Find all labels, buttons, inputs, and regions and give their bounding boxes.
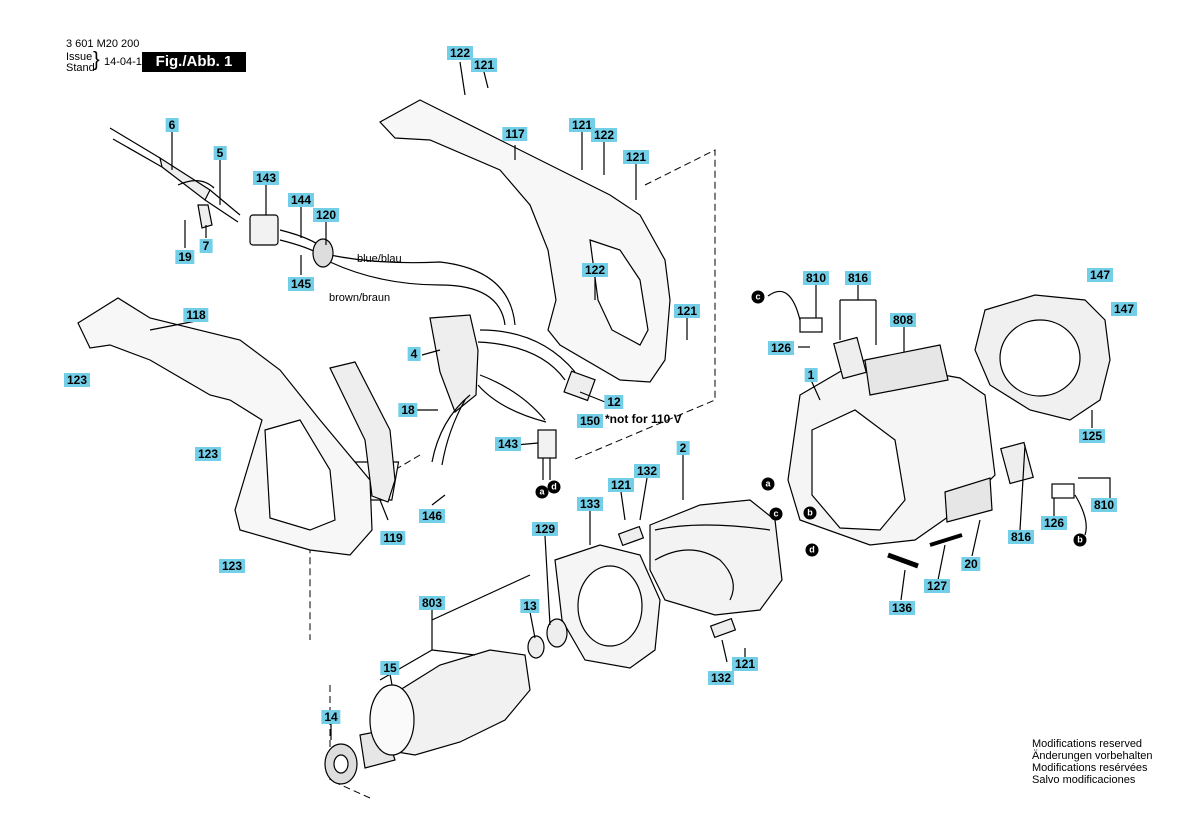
- modifications-line-fr: Modifications resérvées: [1032, 762, 1148, 774]
- part-callout: 126: [1040, 516, 1068, 530]
- part-callout: 125: [1078, 429, 1106, 443]
- part-callout: 132: [633, 464, 661, 478]
- part-callout: 123: [194, 447, 222, 461]
- part-callout: 126: [767, 341, 795, 355]
- part-callout: 13: [520, 599, 540, 613]
- connector-d: d: [547, 480, 561, 494]
- part-callout: 123: [218, 559, 246, 573]
- wire-label-blue: blue/blau: [357, 253, 402, 265]
- part-callout: 133: [576, 497, 604, 511]
- part-callout: 122: [581, 263, 609, 277]
- document-number: 3 601 M20 200: [66, 38, 140, 50]
- connector-a: a: [761, 477, 775, 491]
- part-callout: 143: [494, 437, 522, 451]
- part-callout: 117: [502, 127, 528, 141]
- wire-label-brown: brown/braun: [329, 292, 391, 304]
- stand-label: Stand: [66, 62, 95, 74]
- part-callout: 120: [312, 208, 340, 222]
- part-callout: 121: [622, 150, 650, 164]
- part-callout: 127: [923, 579, 951, 593]
- modifications-line-es: Salvo modificaciones: [1032, 774, 1136, 786]
- part-callout: 146: [418, 509, 446, 523]
- part-callout: 122: [446, 46, 474, 60]
- part-callout: 816: [1007, 530, 1035, 544]
- modifications-notice: Modifications reserved Änderungen vorbeh…: [1032, 738, 1152, 786]
- part-callout: 121: [673, 304, 701, 318]
- part-callout: 121: [607, 478, 635, 492]
- part-callout: 132: [707, 671, 735, 685]
- part-callout: 147: [1110, 302, 1138, 316]
- part-callout: 7: [199, 239, 213, 253]
- part-callout: 150: [576, 414, 604, 428]
- part-callout: 129: [531, 522, 559, 536]
- part-callout: 19: [175, 250, 195, 264]
- figure-title: Fig./Abb. 1: [142, 52, 246, 72]
- part-callout: 144: [287, 193, 315, 207]
- part-callout: 810: [802, 271, 830, 285]
- part-callout: 143: [252, 171, 280, 185]
- connector-c: c: [769, 507, 783, 521]
- part-callout: 147: [1086, 268, 1114, 282]
- part-callout: 14: [321, 710, 341, 724]
- connector-b: b: [1073, 533, 1087, 547]
- part-callout: 816: [844, 271, 872, 285]
- part-callout: 4: [407, 347, 421, 361]
- part-callout: 6: [165, 118, 179, 132]
- part-callout: 18: [398, 403, 418, 417]
- part-callout: 121: [568, 118, 596, 132]
- part-callout: 12: [604, 395, 624, 409]
- connector-d: d: [805, 543, 819, 557]
- part-callout: 803: [418, 596, 446, 610]
- part-callout: 145: [287, 277, 315, 291]
- connector-c: c: [751, 290, 765, 304]
- part-callout: 118: [183, 308, 209, 322]
- modifications-line-de: Änderungen vorbehalten: [1032, 750, 1153, 762]
- part-callout: 5: [213, 146, 227, 160]
- issue-date: 14-04-16: [104, 56, 149, 68]
- part-callout: 121: [731, 657, 759, 671]
- connector-b: b: [803, 506, 817, 520]
- issue-label: Issue: [66, 51, 93, 63]
- connector-a: a: [535, 485, 549, 499]
- part-callout: 2: [676, 441, 690, 455]
- modifications-line-en: Modifications reserved: [1032, 738, 1143, 750]
- note-not-for-110v: *not for 110 V: [605, 412, 682, 426]
- brace: }: [93, 49, 100, 71]
- part-callout: 121: [470, 58, 498, 72]
- part-callout: 808: [889, 313, 917, 327]
- part-callout: 123: [63, 373, 91, 387]
- part-callout: 1: [804, 368, 818, 382]
- part-callout: 119: [380, 531, 406, 545]
- part-callout: 136: [888, 601, 916, 615]
- part-callout: 15: [380, 661, 400, 675]
- part-callout: 122: [590, 128, 618, 142]
- part-callout: 20: [961, 557, 981, 571]
- part-callout: 810: [1090, 498, 1118, 512]
